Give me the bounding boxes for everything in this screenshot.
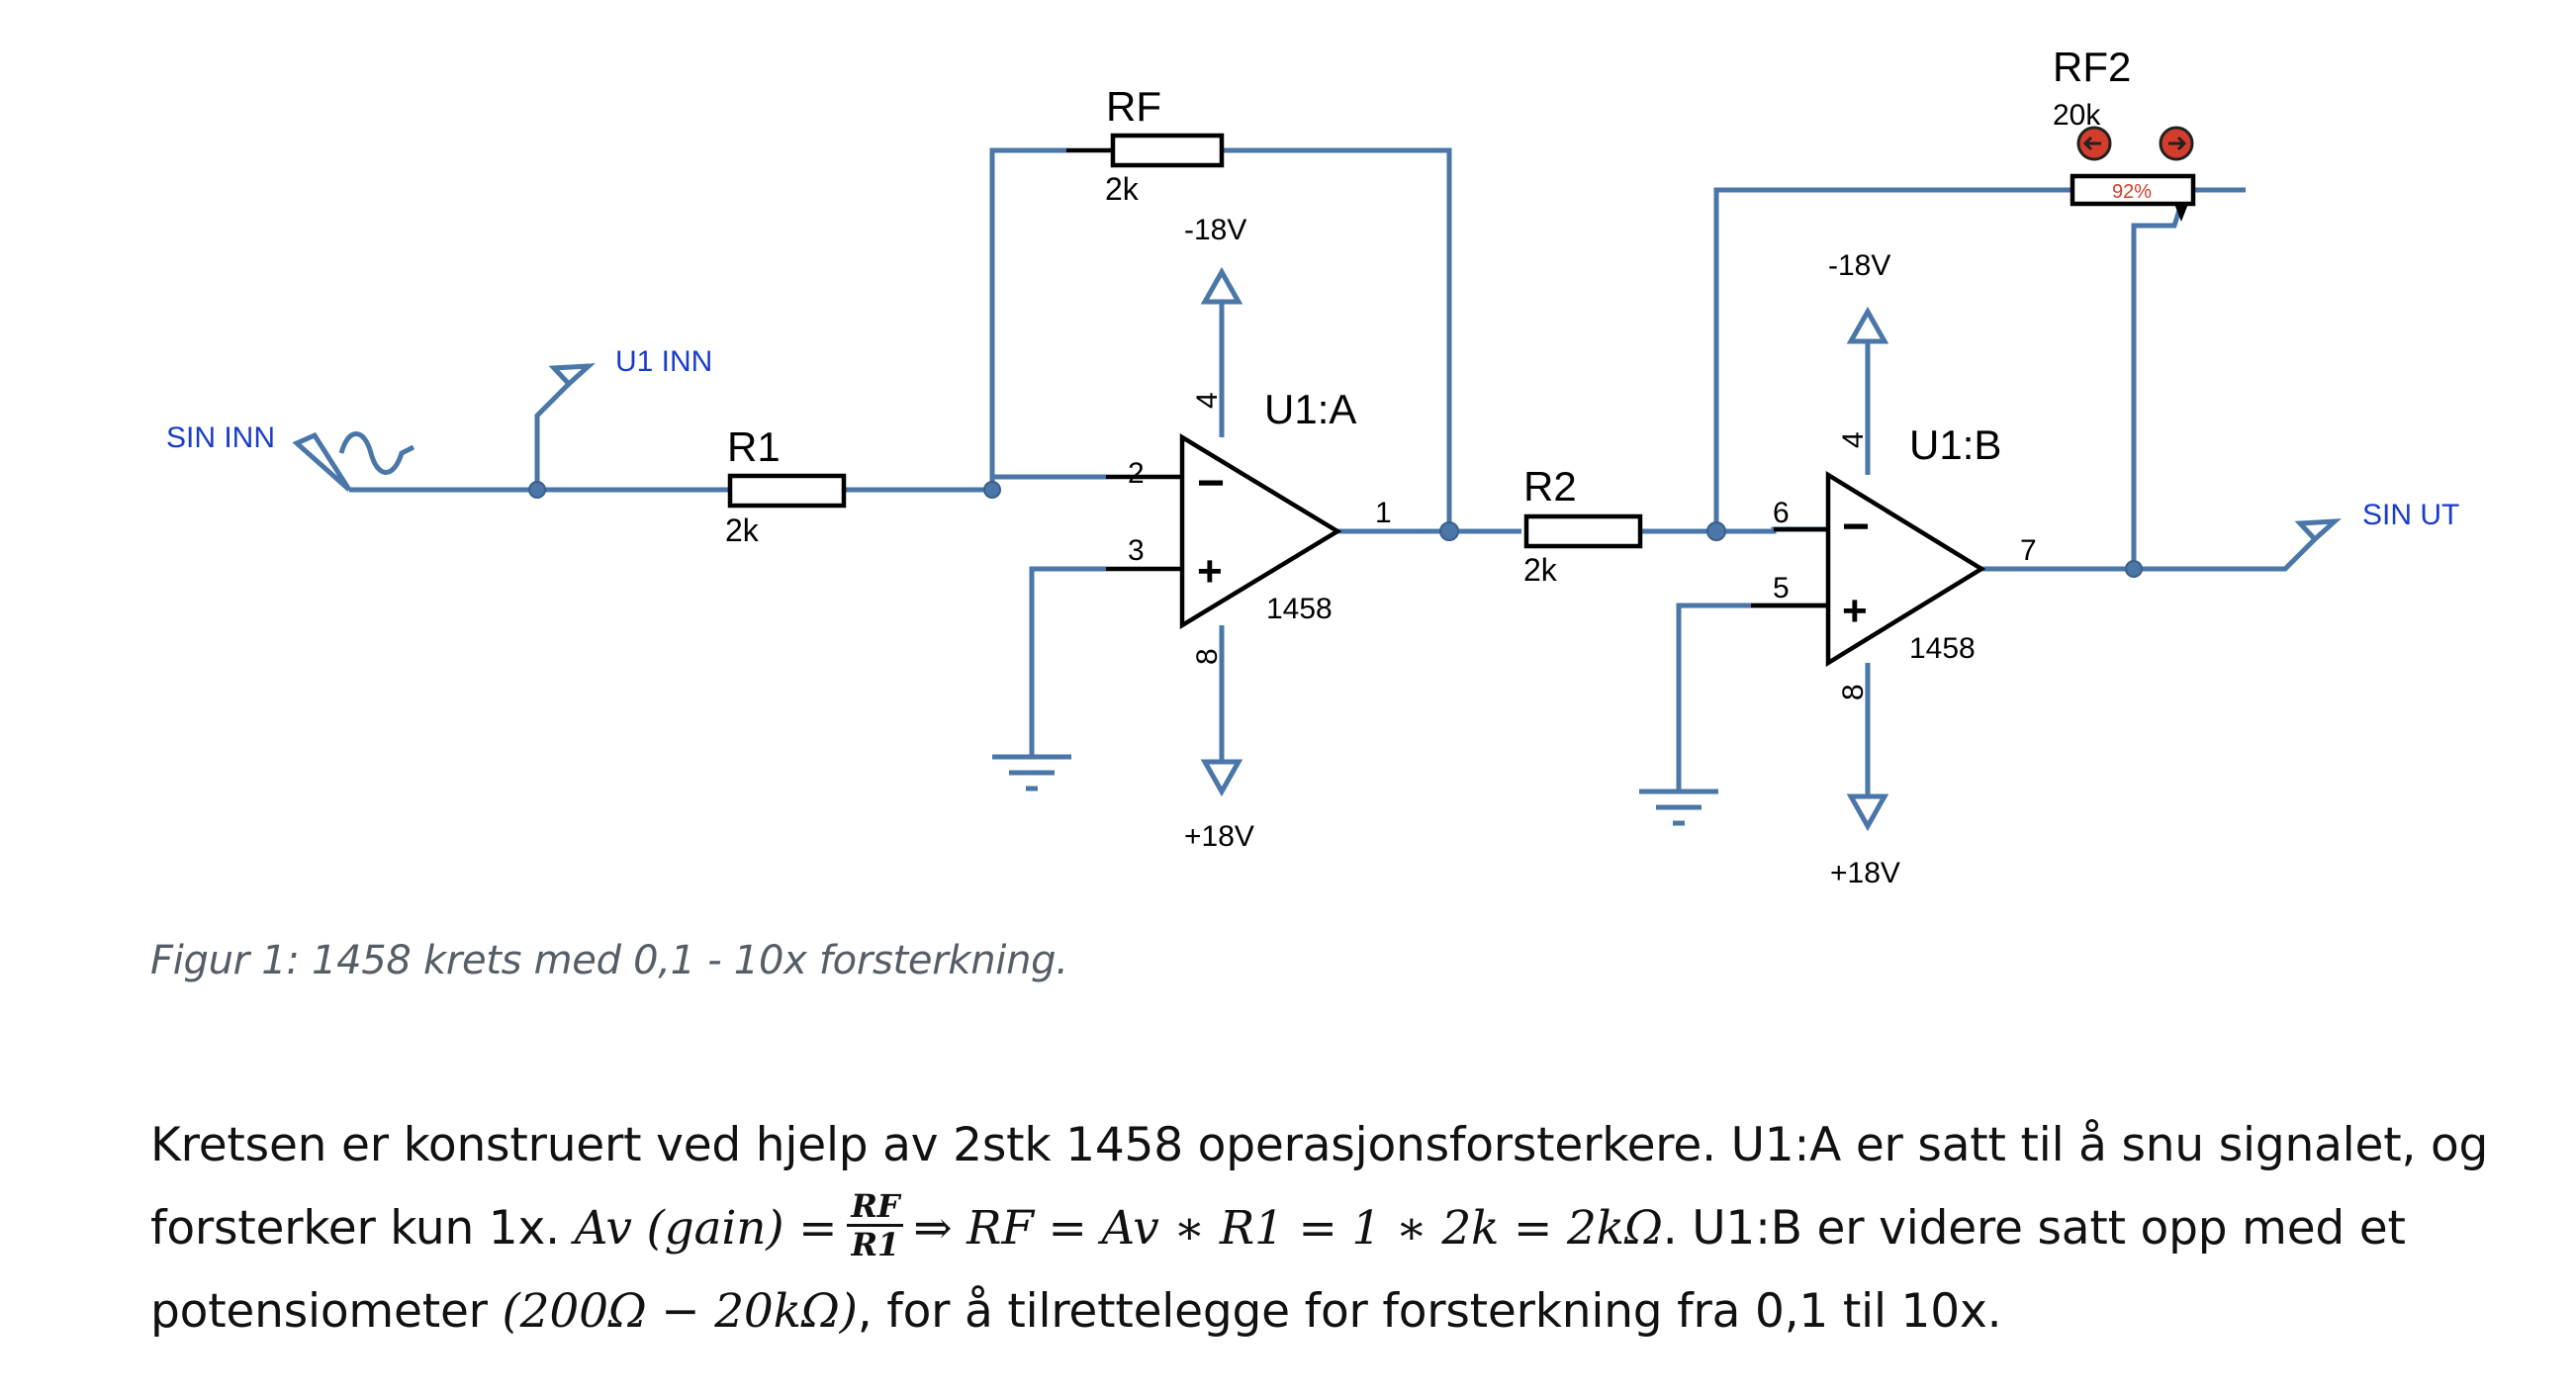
u1b-part: 1458 — [1909, 632, 1976, 665]
junction-u1b-out — [2125, 560, 2143, 578]
u1a-pin-vpos: 8 — [1191, 648, 1224, 665]
u1a-part: 1458 — [1266, 593, 1333, 625]
wire-probe — [534, 382, 571, 490]
wire-rf-left — [989, 147, 1066, 490]
r2-value: 2k — [1523, 552, 1558, 588]
ground-icon — [992, 754, 1071, 792]
u1b-pin-vneg: 4 — [1837, 431, 1870, 448]
u1b-vpos-arrow-icon — [1846, 793, 1889, 832]
wire-u1b-ground — [1676, 603, 1828, 792]
opamp-u1b: − + U1:B 1458 6 5 7 4 8 — [1751, 421, 2037, 700]
u1b-name: U1:B — [1909, 421, 2001, 468]
rf-resistor: RF 2k — [1066, 83, 1225, 207]
u1a-pin-inv: 2 — [1128, 457, 1145, 490]
wire-rf2-left — [1713, 187, 2072, 531]
r1-value: 2k — [725, 512, 760, 548]
output-arrow-icon — [2294, 518, 2342, 543]
input-label: SIN INN — [166, 421, 275, 454]
opamp-u1a: − + U1:A 1458 2 3 1 4 8 — [1106, 386, 1392, 665]
junction-u1a-out — [1439, 521, 1459, 541]
u1a-vneg-arrow-icon — [1200, 266, 1243, 305]
u1b-supply-bottom: +18V — [1830, 857, 1900, 889]
body-paragraph: Kretsen er konstruert ved hjelp av 2stk … — [150, 1104, 2525, 1353]
u1a-vpos-arrow-icon — [1200, 759, 1243, 797]
rf2-value: 20k — [2053, 99, 2101, 132]
u1a-supply-top: -18V — [1184, 214, 1246, 246]
r1-resistor: R1 2k — [725, 423, 847, 548]
figure-caption: Figur 1: 1458 krets med 0,1 - 10x forste… — [150, 938, 1068, 983]
junction-rf-input — [983, 481, 1001, 499]
junctions — [528, 481, 2143, 578]
u1b-plus-sign: + — [1842, 587, 1868, 635]
probe-arrow-icon — [548, 363, 596, 388]
junction-rf2-input — [1706, 521, 1726, 541]
u1b-minus-sign: − — [1842, 501, 1870, 553]
circuit-schematic: R1 2k RF 2k R2 2k 92% RF2 20k − + — [166, 44, 2459, 889]
u1b-pin-noninv: 5 — [1773, 572, 1790, 605]
u1b-pin-out: 7 — [2020, 534, 2037, 567]
r1-name: R1 — [727, 423, 781, 470]
rf2-decrease-button[interactable] — [2076, 126, 2112, 161]
rf-name: RF — [1106, 83, 1161, 130]
rf2-potentiometer: 92% RF2 20k — [2053, 44, 2196, 222]
u1a-supply-bottom: +18V — [1184, 820, 1254, 853]
paragraph-sentence-1: Kretsen er konstruert ved hjelp av 2stk … — [150, 1118, 2489, 1256]
output-label: SIN UT — [2362, 499, 2459, 531]
wire-u1a-ground — [1029, 566, 1106, 757]
potentiometer-range: (200Ω − 20kΩ) — [502, 1284, 858, 1339]
rf2-increase-button[interactable] — [2159, 126, 2194, 161]
fraction-denominator: R1 — [851, 1226, 900, 1263]
wire-rf-right — [1222, 147, 1452, 531]
ground-icon — [1639, 789, 1718, 826]
wire-u1b-out — [1981, 537, 2317, 572]
r2-name: R2 — [1523, 463, 1577, 510]
u1a-pin-out: 1 — [1375, 497, 1392, 529]
u1a-minus-sign: − — [1197, 457, 1225, 510]
u1b-vneg-arrow-icon — [1846, 306, 1889, 344]
u1b-pin-vpos: 8 — [1837, 684, 1870, 700]
u1b-supply-top: -18V — [1828, 249, 1890, 282]
wire-r1-to-node — [844, 474, 1106, 493]
rf2-wiper-percent: 92% — [2112, 181, 2152, 203]
gain-equation-lhs: Av (gain) = — [574, 1201, 838, 1256]
gain-equation-rhs: ⇒ RF = Av ∗ R1 = 1 ∗ 2k = 2kΩ — [913, 1201, 1663, 1256]
u1a-pin-vneg: 4 — [1191, 392, 1224, 409]
paragraph-sentence-3: , for å tilrettelegge for forsterkning f… — [857, 1284, 2002, 1339]
u1a-pin-noninv: 3 — [1128, 534, 1145, 567]
u1a-name: U1:A — [1264, 386, 1356, 432]
u1a-plus-sign: + — [1197, 547, 1223, 596]
rf2-name: RF2 — [2053, 44, 2131, 90]
sine-source-icon — [292, 431, 415, 492]
wires — [349, 147, 2317, 796]
u1b-pin-inv: 6 — [1773, 497, 1790, 529]
wire-rf2-wiper — [2131, 203, 2184, 569]
rf2-wiper-arrow-icon — [2174, 204, 2188, 222]
junction-probe — [528, 481, 546, 499]
rf-value: 2k — [1105, 171, 1140, 207]
r2-resistor: R2 2k — [1523, 463, 1643, 588]
paragraph-sentence-2: . U1:B er videre satt opp med et potensi… — [150, 1201, 2406, 1339]
probe-label: U1 INN — [615, 345, 712, 378]
fraction-numerator: RF — [847, 1188, 904, 1227]
